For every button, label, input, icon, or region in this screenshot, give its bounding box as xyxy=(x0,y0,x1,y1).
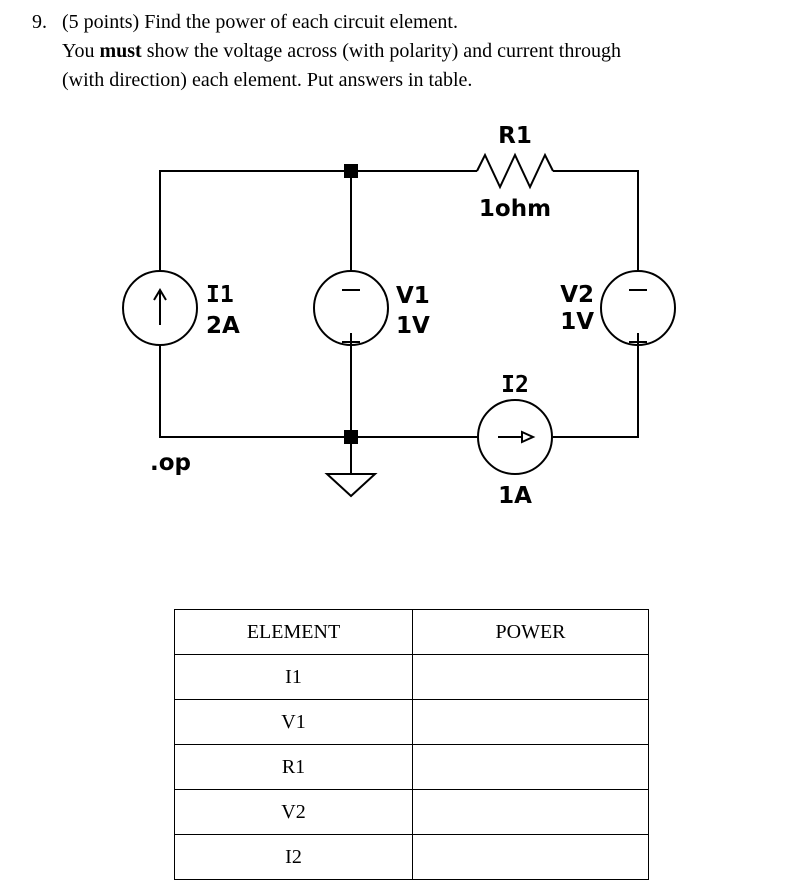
emphasis-must: must xyxy=(99,40,142,62)
circuit-diagram: R1 1ohm I1 2A V1 1V V2 1V I2 1A .op xyxy=(122,123,676,509)
table-row: V2 xyxy=(174,789,649,835)
wire-bottom-right xyxy=(553,345,639,438)
arrow-up-icon xyxy=(153,288,167,325)
wire-top-right xyxy=(553,170,639,271)
r1-value-label: 1ohm xyxy=(479,196,551,222)
i2-value-label: 1A xyxy=(498,483,532,509)
power-cell[interactable] xyxy=(412,834,649,880)
power-cell[interactable] xyxy=(412,699,649,745)
resistor-r1-icon xyxy=(476,152,554,190)
question-line-2: You must show the voltage across (with p… xyxy=(32,37,621,66)
v2-plus-mark xyxy=(629,333,647,351)
question-line-3: (with direction) each element. Put answe… xyxy=(62,69,473,91)
v1-value-label: 1V xyxy=(396,313,430,339)
question-text: 9. (5 points) Find the power of each circ… xyxy=(32,8,621,95)
answer-table: ELEMENT POWER I1 V1 R1 V2 I2 xyxy=(174,609,649,880)
header-power: POWER xyxy=(412,609,649,655)
question-line-2-pre: You xyxy=(62,40,100,62)
element-cell: V1 xyxy=(174,699,413,745)
wire-bottom-left xyxy=(159,345,477,438)
element-cell: I1 xyxy=(174,654,413,700)
i2-name-label: I2 xyxy=(501,372,529,398)
question-number: 9. xyxy=(32,11,47,33)
i1-value-label: 2A xyxy=(206,313,240,339)
question-line-2-post: show the voltage across (with polarity) … xyxy=(141,40,622,62)
table-row: I2 xyxy=(174,834,649,880)
table-row: V1 xyxy=(174,699,649,745)
ground-icon xyxy=(324,473,378,498)
r1-name-label: R1 xyxy=(498,123,532,149)
v1-plus-mark xyxy=(342,333,360,351)
v1-name-label: V1 xyxy=(396,283,430,309)
wire-top-left xyxy=(159,170,477,271)
node-top xyxy=(344,164,358,178)
table-row: I1 xyxy=(174,654,649,700)
power-cell[interactable] xyxy=(412,789,649,835)
i1-name-label: I1 xyxy=(206,282,234,308)
question-line-1-text: (5 points) Find the power of each circui… xyxy=(62,11,458,33)
power-cell[interactable] xyxy=(412,744,649,790)
v2-name-label: V2 xyxy=(560,282,594,308)
element-cell: R1 xyxy=(174,744,413,790)
circuit-wires xyxy=(159,170,639,474)
table-header-row: ELEMENT POWER xyxy=(174,609,649,655)
arrow-right-icon xyxy=(498,430,536,444)
header-element: ELEMENT xyxy=(174,609,413,655)
op-directive-label: .op xyxy=(150,450,191,476)
question-line-1: 9. (5 points) Find the power of each circ… xyxy=(32,8,621,37)
v2-value-label: 1V xyxy=(560,309,594,335)
node-bottom xyxy=(344,430,358,444)
element-cell: I2 xyxy=(174,834,413,880)
power-cell[interactable] xyxy=(412,654,649,700)
element-cell: V2 xyxy=(174,789,413,835)
table-row: R1 xyxy=(174,744,649,790)
